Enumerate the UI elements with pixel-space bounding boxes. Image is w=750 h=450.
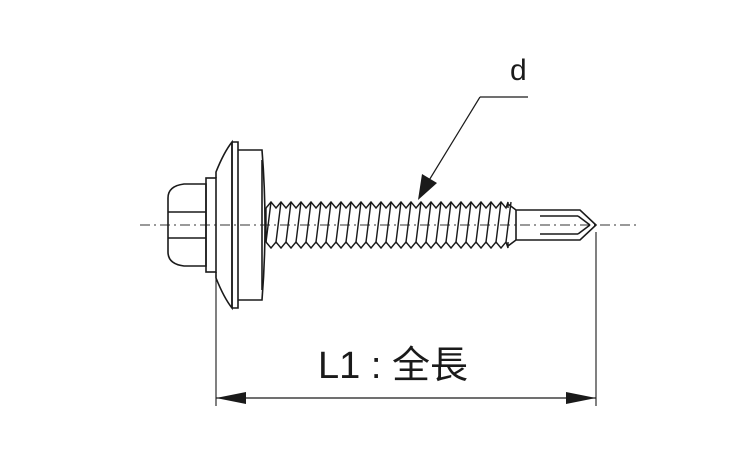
length-arrow-right <box>566 392 596 404</box>
thread-crest-line <box>355 201 362 243</box>
thread-crest-line <box>495 201 502 243</box>
sealing-washer <box>215 139 266 311</box>
thread-crest-line <box>305 201 312 243</box>
thread-crest-line <box>365 201 372 243</box>
thread-crest-line <box>345 201 352 243</box>
thread-crest-line <box>285 201 292 243</box>
thread-crest-line <box>455 201 462 243</box>
thread-crest-line <box>325 201 332 243</box>
thread-crest-line <box>375 201 382 243</box>
thread-crest-line <box>415 201 422 243</box>
thread-crest-line <box>405 201 412 243</box>
thread-crest-line <box>475 201 482 243</box>
thread-crest-line <box>485 201 492 243</box>
threaded-shank <box>265 200 512 250</box>
thread-crest-line <box>445 201 452 243</box>
thread-crest-line <box>465 201 472 243</box>
thread-crest-line <box>395 201 402 243</box>
thread-crest-line <box>315 201 322 243</box>
hex-head <box>167 177 217 273</box>
thread-crest-line <box>275 201 282 243</box>
thread-crest-line <box>425 201 432 243</box>
length-arrow-left <box>216 392 246 404</box>
thread-crest-line <box>505 201 512 243</box>
thread-crest-line <box>435 201 442 243</box>
drill-point <box>507 203 598 247</box>
thread-crest-line <box>335 201 342 243</box>
diameter-label: d <box>510 54 527 87</box>
diameter-leader <box>418 96 528 200</box>
diameter-arrowhead <box>418 174 437 200</box>
thread-crest-line <box>265 201 272 243</box>
thread-crest-line <box>295 201 302 243</box>
thread-crest-line <box>385 201 392 243</box>
length-label: L1 : 全長 <box>318 345 468 387</box>
